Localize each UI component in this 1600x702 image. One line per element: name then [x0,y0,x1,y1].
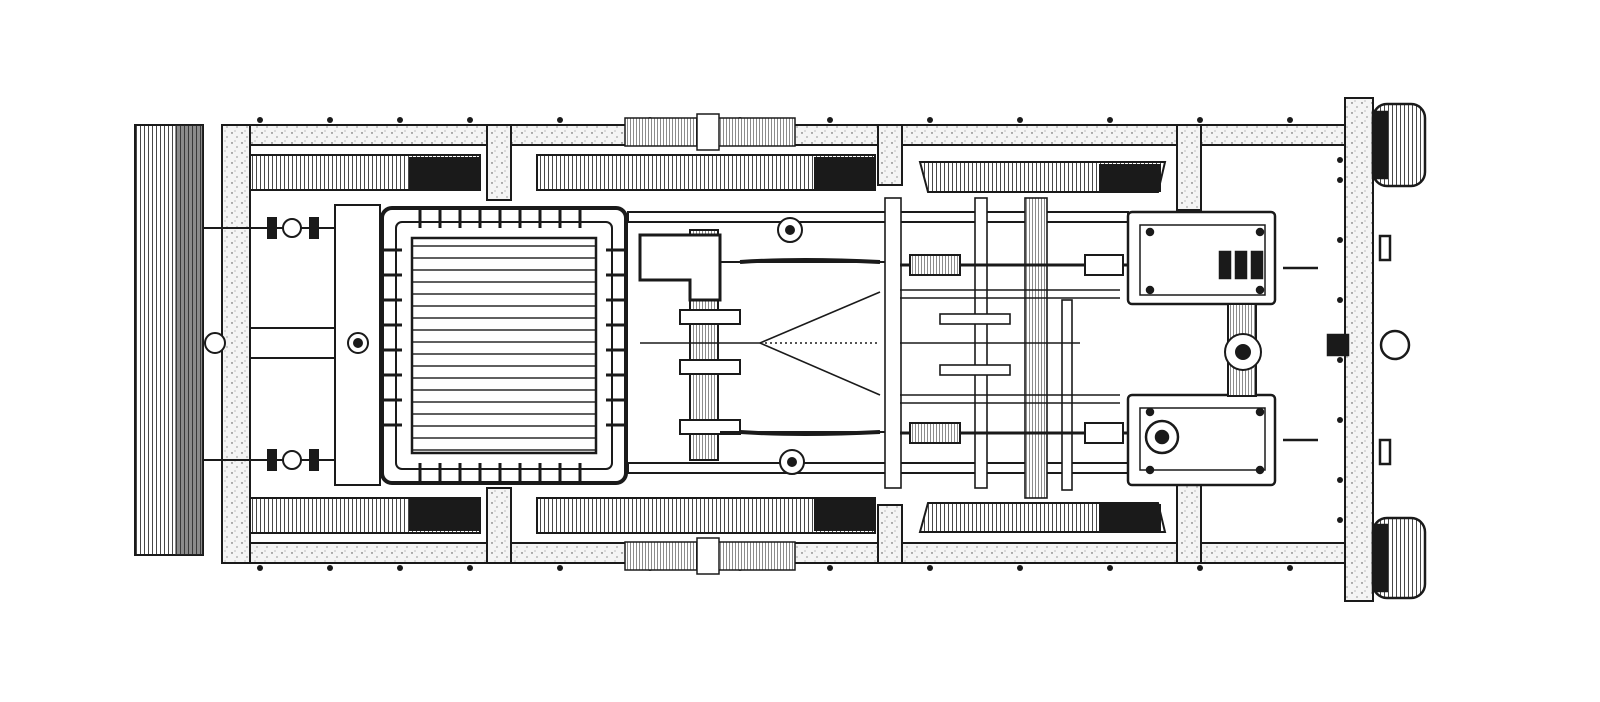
coupling-hook [1283,234,1411,466]
buffer-top [1371,102,1427,188]
driving-wheels-top [249,154,1167,193]
valve-gear [640,197,1120,499]
cylinder-top [1126,210,1277,306]
rear-axle-assembly [203,204,381,486]
axle-horn-plates [624,113,796,575]
frame-cross-stays [486,124,1202,564]
piston-rods [900,254,1130,444]
cylinder-bottom [1126,393,1277,487]
cylinder-saddle [1224,303,1262,397]
firebox [380,206,628,485]
rear-buffer-beam [134,124,204,556]
driving-axle-mid [638,229,741,461]
driving-wheels-bottom [249,497,1167,534]
coupling-rods [627,211,1129,475]
firebox-stays [380,206,628,485]
buffer-bottom [1371,516,1427,600]
